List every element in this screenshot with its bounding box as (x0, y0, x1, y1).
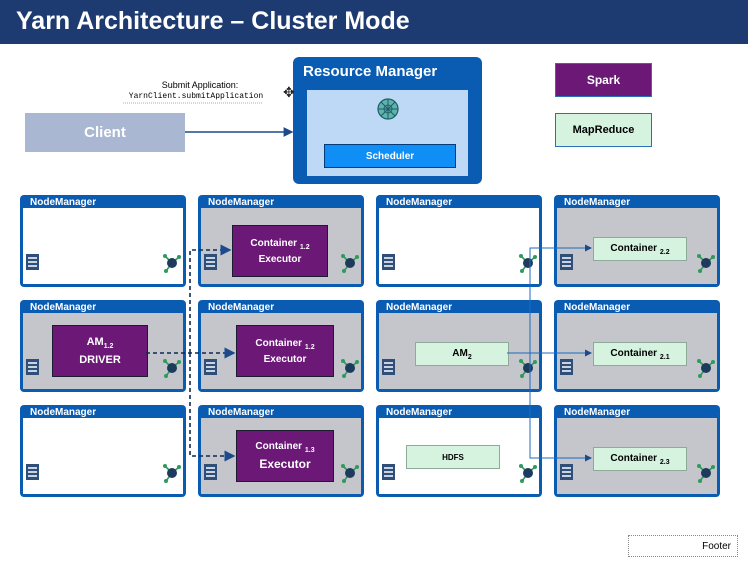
container-1-2-executor: Container 1.2 Executor (236, 325, 334, 377)
node-manager-label: NodeManager (208, 197, 275, 208)
submit-application-label: Submit Application: (161, 80, 239, 90)
node-manager: NodeManager (20, 405, 186, 497)
legend-mapreduce: MapReduce (555, 113, 652, 147)
node-manager-label: NodeManager (30, 197, 97, 208)
document-icon (26, 254, 39, 270)
container-label: AM (452, 347, 468, 359)
container-label: Container (610, 347, 658, 359)
document-icon (382, 464, 395, 480)
move-cursor-icon: ✥ (283, 84, 295, 100)
container-2-1: Container 2.1 (593, 342, 687, 366)
legend-spark: Spark (555, 63, 652, 97)
node-manager-label: NodeManager (30, 407, 97, 418)
node-manager-label: NodeManager (564, 407, 631, 418)
container-id: 2 (467, 353, 472, 361)
am2-to-container-2-2-arrow (529, 244, 592, 353)
container-label: Container (255, 441, 303, 452)
network-node-icon (163, 359, 181, 378)
container-id: 1.2 (304, 343, 315, 351)
container-id: 2.3 (659, 458, 670, 466)
node-manager: NodeManager (376, 405, 542, 497)
driver-to-executor-bottom-arrow (189, 353, 236, 462)
container-2-3: Container 2.3 (593, 447, 687, 471)
network-node-icon (697, 359, 715, 378)
resource-manager: Resource Manager Scheduler (293, 57, 482, 184)
am-1-2-driver: AM1.2 DRIVER (52, 325, 148, 377)
network-node-icon (341, 254, 359, 273)
container-label: AM (86, 336, 104, 349)
container-id: 1.2 (103, 343, 114, 351)
container-role: Executor (259, 457, 311, 471)
container-id: 1.3 (304, 447, 315, 454)
container-label: Container (250, 237, 298, 249)
scheduler-box: Scheduler (324, 144, 456, 168)
node-manager-label: NodeManager (208, 407, 275, 418)
am-2: AM2 (415, 342, 509, 366)
container-id: 2.2 (659, 248, 670, 256)
page-title: Yarn Architecture – Cluster Mode (16, 7, 410, 35)
node-manager-label: NodeManager (386, 197, 453, 208)
node-manager: NodeManager (20, 195, 186, 287)
container-1-2-executor: Container 1.2 Executor (232, 225, 328, 277)
resource-manager-inner: Scheduler (307, 90, 468, 176)
document-icon (204, 254, 217, 270)
document-icon (560, 359, 573, 375)
network-node-icon (163, 464, 181, 483)
document-icon (26, 359, 39, 375)
container-1-3-executor: Container 1.3 Executor (236, 430, 334, 482)
network-node-icon (163, 254, 181, 273)
node-manager-label: NodeManager (30, 302, 97, 313)
container-role: Executor (258, 253, 302, 265)
document-icon (382, 254, 395, 270)
node-manager-label: NodeManager (386, 302, 453, 313)
title-bar: Yarn Architecture – Cluster Mode (0, 0, 748, 44)
network-node-icon (519, 464, 537, 483)
am2-to-container-2-3-arrow (529, 353, 592, 462)
node-manager-label: NodeManager (386, 407, 453, 418)
document-icon (26, 464, 39, 480)
network-node-icon (697, 464, 715, 483)
submit-application-code: YarnClient.submitApplication (128, 92, 264, 101)
container-role: DRIVER (79, 353, 121, 366)
client-box: Client (25, 113, 185, 152)
container-2-2: Container 2.2 (593, 237, 687, 261)
network-node-icon (341, 359, 359, 378)
document-icon (560, 464, 573, 480)
container-label: Container (610, 452, 658, 464)
document-icon (382, 359, 395, 375)
network-node-icon (697, 254, 715, 273)
node-manager: NodeManager (376, 195, 542, 287)
driver-to-executor-top-arrow (189, 244, 232, 353)
network-globe-icon (377, 98, 399, 120)
document-icon (204, 359, 217, 375)
container-id: 2.1 (659, 353, 670, 361)
document-icon (560, 254, 573, 270)
container-label: Container (610, 242, 658, 254)
node-manager-label: NodeManager (564, 197, 631, 208)
container-label: HDFS (442, 452, 464, 462)
hdfs-box: HDFS (406, 445, 500, 469)
node-manager-label: NodeManager (208, 302, 275, 313)
document-icon (204, 464, 217, 480)
footer: Footer (628, 535, 738, 557)
container-label: Container (255, 337, 303, 349)
resource-manager-title: Resource Manager (303, 63, 438, 80)
network-node-icon (341, 464, 359, 483)
container-role: Executor (263, 353, 307, 365)
node-manager-label: NodeManager (564, 302, 631, 313)
container-id: 1.2 (299, 243, 310, 251)
